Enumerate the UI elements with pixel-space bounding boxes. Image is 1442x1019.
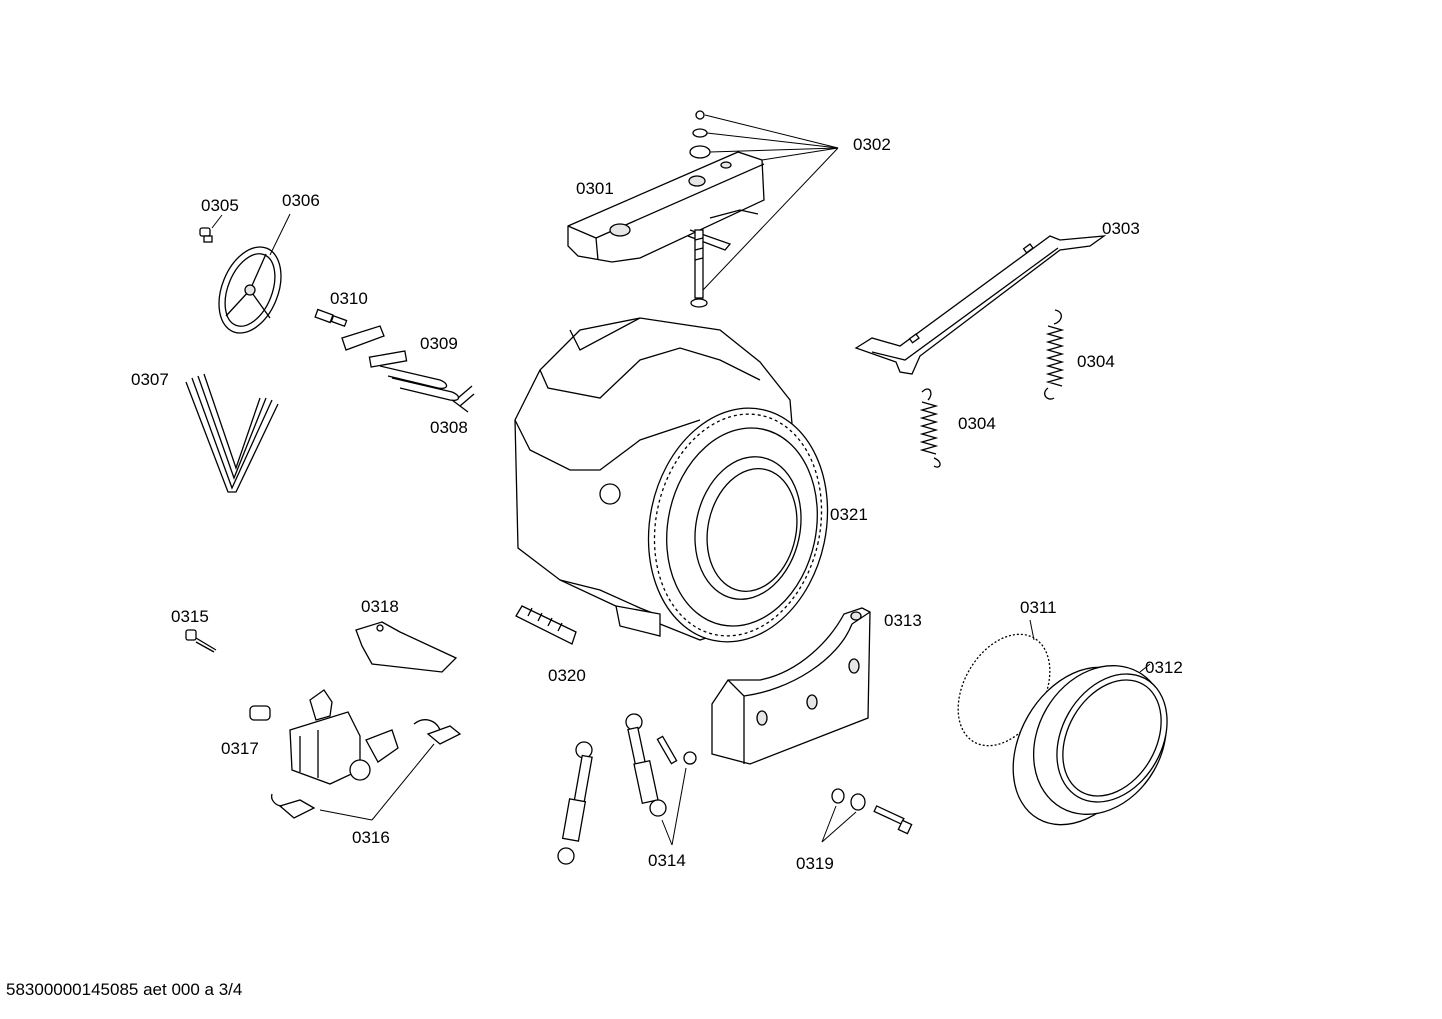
part-0315-screw	[185, 629, 217, 653]
part-0301-top-counterweight	[567, 151, 765, 263]
part-0316-connectors	[270, 719, 462, 821]
label-0310: 0310	[330, 289, 368, 308]
part-0317-drain-pump	[249, 689, 399, 785]
part-0305-screw	[199, 227, 213, 243]
part-0307-drive-belt	[185, 373, 279, 493]
leader-0305	[211, 214, 223, 229]
label-0313: 0313	[884, 611, 922, 630]
label-0316: 0316	[352, 828, 390, 847]
label-0304-left: 0304	[958, 414, 996, 433]
part-0314-shock-absorbers	[557, 713, 697, 865]
part-0304-spring-left	[919, 388, 941, 468]
part-0304-spring-right	[1044, 309, 1065, 400]
label-0320: 0320	[548, 666, 586, 685]
label-0306: 0306	[282, 191, 320, 210]
label-0312: 0312	[1145, 658, 1183, 677]
label-0318: 0318	[361, 597, 399, 616]
part-0319-washer-screw	[821, 788, 913, 843]
part-0306-pulley	[218, 246, 282, 334]
part-0308-clip	[451, 385, 475, 413]
label-0304-right: 0304	[1077, 352, 1115, 371]
part-0320-grille	[515, 605, 577, 645]
part-0303-cross-brace	[854, 235, 1107, 375]
label-0314: 0314	[648, 851, 686, 870]
label-0303: 0303	[1102, 219, 1140, 238]
label-0311: 0311	[1020, 598, 1057, 617]
label-0319: 0319	[796, 854, 834, 873]
part-0309-heater	[368, 350, 460, 402]
label-0305: 0305	[201, 196, 239, 215]
part-0312-door-seal	[1012, 663, 1168, 826]
label-0317: 0317	[221, 739, 259, 758]
leader-0306	[269, 213, 291, 256]
label-0301: 0301	[576, 179, 614, 198]
label-0302: 0302	[853, 135, 891, 154]
document-id-footer: 58300000145085 aet 000 a 3/4	[6, 980, 243, 999]
label-0307: 0307	[131, 370, 169, 389]
part-0318-plate	[355, 621, 458, 673]
leader-lines-0302	[702, 114, 839, 291]
label-0315: 0315	[171, 607, 209, 626]
part-0321-tub	[514, 317, 829, 643]
label-0321: 0321	[830, 505, 868, 524]
label-0308: 0308	[430, 418, 468, 437]
part-0310-sensor	[314, 308, 385, 351]
label-0309: 0309	[420, 334, 458, 353]
part-0313-lower-counterweight	[711, 607, 871, 765]
